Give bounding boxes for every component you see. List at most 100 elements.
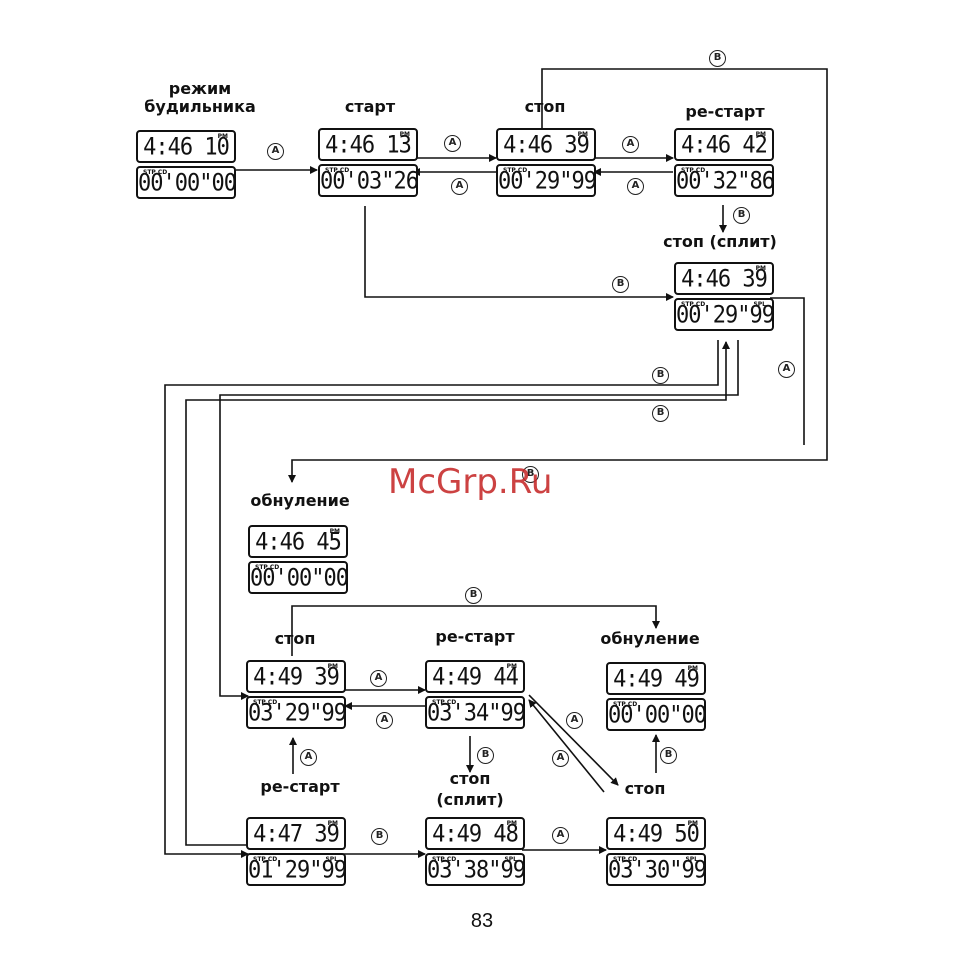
stp-cd-indicator: STP CD — [613, 856, 638, 863]
display-bottom-digits: 01'29"99 — [248, 856, 347, 884]
button-b-badge: B — [522, 466, 539, 483]
label-restart: ре-старт — [685, 102, 765, 121]
button-b-badge: B — [652, 405, 669, 422]
label-reset: обнуление — [250, 491, 350, 510]
display-bottom-digits: 03'38"99 — [427, 856, 526, 884]
spl-indicator: SPL — [753, 301, 766, 308]
display-bottom-digits: 03'29"99 — [248, 699, 347, 727]
pm-indicator: PM — [506, 663, 517, 670]
label-stop-split-2: стоп (сплит) — [436, 769, 504, 809]
button-b-badge: B — [465, 587, 482, 604]
stp-cd-indicator: STP CD — [143, 169, 168, 176]
arrow-restart2-to-stop3 — [528, 694, 619, 786]
display-top-digits: 4:46 42 — [681, 131, 768, 159]
arrow-stop2-to-reset2 — [291, 605, 660, 656]
display-bottom-digits: 00'29"99 — [498, 167, 597, 195]
pm-indicator: PM — [217, 133, 228, 140]
display-top-digits: 4:46 13 — [325, 131, 412, 159]
button-a-badge: A — [376, 712, 393, 729]
label-stop-2: стоп — [274, 629, 316, 648]
display-top-digits: 4:49 48 — [432, 820, 519, 848]
pm-indicator: PM — [399, 131, 410, 138]
button-a-badge: A — [627, 178, 644, 195]
arrow-restart3-to-split — [185, 341, 730, 846]
stp-cd-indicator: STP CD — [253, 856, 278, 863]
label-restart-3: ре-старт — [260, 777, 340, 796]
label-alarm-mode: режим будильника — [144, 79, 256, 116]
pm-indicator: PM — [687, 665, 698, 672]
pm-indicator: PM — [755, 131, 766, 138]
pm-indicator: PM — [506, 820, 517, 827]
pm-indicator: PM — [687, 820, 698, 827]
button-b-badge: B — [612, 276, 629, 293]
pm-indicator: PM — [329, 528, 340, 535]
button-b-badge: B — [709, 50, 726, 67]
button-b-badge: B — [733, 207, 750, 224]
display-bottom-digits: 03'34"99 — [427, 699, 526, 727]
label-restart-2: ре-старт — [435, 627, 515, 646]
button-a-badge: A — [552, 827, 569, 844]
button-a-badge: A — [267, 143, 284, 160]
button-b-badge: B — [371, 828, 388, 845]
stp-cd-indicator: STP CD — [681, 301, 706, 308]
display-bottom-digits: 00'32"86 — [676, 167, 775, 195]
stp-cd-indicator: STP CD — [681, 167, 706, 174]
button-b-badge: B — [660, 747, 677, 764]
display-bottom-digits: 03'30"99 — [608, 856, 707, 884]
label-stop-3: стоп — [624, 779, 666, 798]
display-top-digits: 4:49 50 — [613, 820, 700, 848]
display-top-digits: 4:46 39 — [681, 265, 768, 293]
display-top-digits: 4:49 49 — [613, 665, 700, 693]
stp-cd-indicator: STP CD — [503, 167, 528, 174]
spl-indicator: SPL — [325, 856, 338, 863]
spl-indicator: SPL — [504, 856, 517, 863]
display-bottom-digits: 00'29"99 — [676, 301, 775, 329]
stp-cd-indicator: STP CD — [432, 699, 457, 706]
pm-indicator: PM — [577, 131, 588, 138]
arrow-stop-to-reset — [288, 68, 828, 483]
label-reset-2: обнуление — [600, 629, 700, 648]
display-top-digits: 4:46 45 — [255, 528, 342, 556]
label-start: старт — [344, 97, 396, 116]
display-top-digits: 4:49 44 — [432, 663, 519, 691]
arrow-stop3-to-restart2 — [528, 699, 605, 793]
stp-cd-indicator: STP CD — [325, 167, 350, 174]
button-a-badge: A — [451, 178, 468, 195]
arrow-split-to-restart3 — [164, 340, 719, 858]
button-a-badge: A — [778, 361, 795, 378]
display-top-digits: 4:46 10 — [143, 133, 230, 161]
display-top-digits: 4:49 39 — [253, 663, 340, 691]
button-b-badge: B — [477, 747, 494, 764]
spl-indicator: SPL — [685, 856, 698, 863]
label-stop-split: стоп (сплит) — [663, 232, 777, 251]
pm-indicator: PM — [755, 265, 766, 272]
button-a-badge: A — [622, 136, 639, 153]
arrow-split-to-reset — [770, 297, 805, 445]
display-bottom-digits: 00'00"00 — [138, 169, 237, 197]
stp-cd-indicator: STP CD — [255, 564, 280, 571]
